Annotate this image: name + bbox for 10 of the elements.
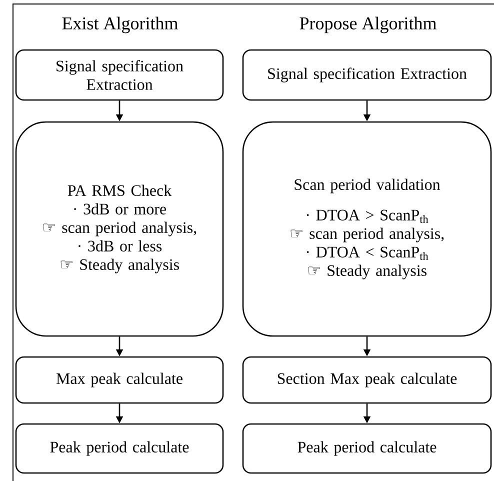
column-heading: Exist Algorithm	[62, 16, 178, 34]
decision-box: PA RMS Check · 3dB or more ☞ scan period analysis, · 3dB or less ☞ Steady analysis	[15, 121, 224, 337]
process-box: Peak period calculate	[15, 423, 224, 474]
process-box: Signal specification Extraction	[15, 49, 224, 101]
decision-box: Scan period validation · DTOA > ScanP$_{th}$ ☞ scan period analysis, · DTOA < ScanP$_{th}$ ☞ Steady analysis	[242, 121, 492, 337]
process-box: Max peak calculate	[15, 356, 224, 404]
column-heading: Propose Algorithm	[300, 16, 436, 34]
process-box: Peak period calculate	[242, 423, 492, 474]
process-box: Signal specification Extraction	[242, 49, 492, 101]
process-box: Section Max peak calculate	[242, 356, 492, 404]
